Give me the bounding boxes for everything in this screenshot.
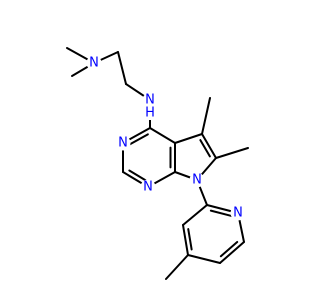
- bond-c5-c6: [201, 133, 217, 159]
- atom-label-background: [140, 179, 156, 195]
- bond-c4-n3-second-line: [128, 133, 149, 146]
- atom-sublabel-n_nh: H: [145, 106, 155, 121]
- atom-label-n_nh: N: [145, 93, 155, 108]
- atom-sublabel-background: [144, 107, 156, 120]
- canvas-background: [0, 0, 300, 300]
- bond-c6-me6: [215, 147, 249, 159]
- bond-c4a-c4: [149, 127, 176, 144]
- bond-c4a-c5: [174, 133, 203, 144]
- atom-label-background: [142, 92, 158, 108]
- bond-p5-p4: [187, 254, 221, 264]
- atom-label-n_dm: N: [89, 56, 99, 71]
- atom-label-background: [189, 172, 205, 188]
- bond-p3-p2: [182, 204, 208, 226]
- bond-p4-p3-second-line: [187, 228, 193, 251]
- atom-label-n3: N: [118, 136, 128, 151]
- atom-label-n7: N: [192, 173, 202, 188]
- bond-c5-c6-second-line: [199, 139, 211, 158]
- atom-label-n1: N: [143, 180, 153, 195]
- bond-p6-p5: [219, 241, 245, 264]
- bond-p2-pn-second-line: [209, 209, 233, 218]
- bond-c5-me5: [201, 97, 211, 135]
- atom-label-background: [230, 205, 246, 221]
- bond-c2-n1-second-line: [128, 169, 148, 182]
- atom-label-pn: N: [233, 206, 243, 221]
- bond-p4-p3: [182, 224, 189, 256]
- bond-p4-mep: [165, 254, 189, 280]
- bond-c_a-c_b: [117, 51, 127, 85]
- atom-label-background: [86, 55, 102, 71]
- atom-label-background: [115, 135, 131, 151]
- bond-p6-p5-second-line: [219, 240, 239, 258]
